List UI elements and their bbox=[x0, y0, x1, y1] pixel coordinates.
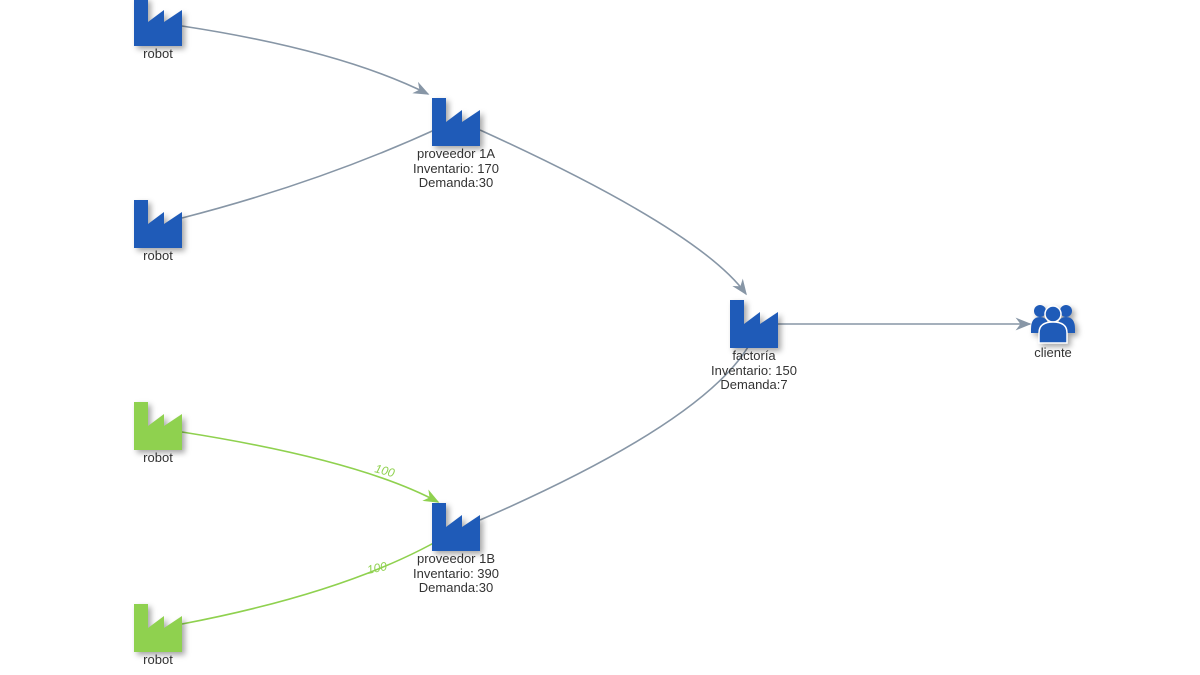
factory-icon bbox=[78, 0, 238, 46]
edge-robot1-prov1a bbox=[181, 25, 430, 95]
node-name: proveedor 1B bbox=[416, 551, 496, 566]
factory-icon bbox=[78, 402, 238, 450]
edge-robot4-prov1b bbox=[181, 529, 457, 625]
node-label: robot bbox=[143, 248, 173, 263]
node-robot-3[interactable]: robot bbox=[78, 402, 238, 466]
node-robot-1[interactable]: robot bbox=[78, 0, 238, 62]
node-name: proveedor 1A bbox=[416, 146, 496, 161]
edge-label-robot4: 100 bbox=[366, 559, 389, 577]
node-demand: Demanda:7 bbox=[720, 377, 788, 392]
users-icon bbox=[973, 303, 1133, 345]
node-name: factoría bbox=[732, 348, 776, 363]
node-inventory: Inventario: 150 bbox=[710, 362, 797, 378]
edge-prov1b-factoria bbox=[479, 339, 753, 521]
node-demand: Demanda:30 bbox=[418, 175, 494, 190]
factory-icon bbox=[78, 200, 238, 248]
factory-icon bbox=[376, 98, 536, 146]
edge-label-robot3: 100 bbox=[373, 461, 396, 480]
node-inventory: Inventario: 170 bbox=[412, 160, 499, 176]
node-inventory: Inventario: 390 bbox=[412, 565, 499, 581]
edge-robot2-prov1a bbox=[181, 119, 457, 219]
node-label: robot bbox=[143, 652, 173, 667]
factory-icon bbox=[78, 604, 238, 652]
factory-icon bbox=[674, 300, 834, 348]
node-robot-2[interactable]: robot bbox=[78, 200, 238, 264]
node-robot-4[interactable]: robot bbox=[78, 604, 238, 668]
edge-prov1a-factoria bbox=[479, 129, 747, 296]
node-demand: Demanda:30 bbox=[418, 580, 494, 595]
node-cliente[interactable]: cliente bbox=[973, 303, 1133, 361]
factory-icon bbox=[376, 503, 536, 551]
edge-robot3-prov1b bbox=[181, 431, 440, 503]
node-label: cliente bbox=[1034, 345, 1072, 360]
node-label: robot bbox=[143, 46, 173, 61]
node-label: robot bbox=[143, 450, 173, 465]
